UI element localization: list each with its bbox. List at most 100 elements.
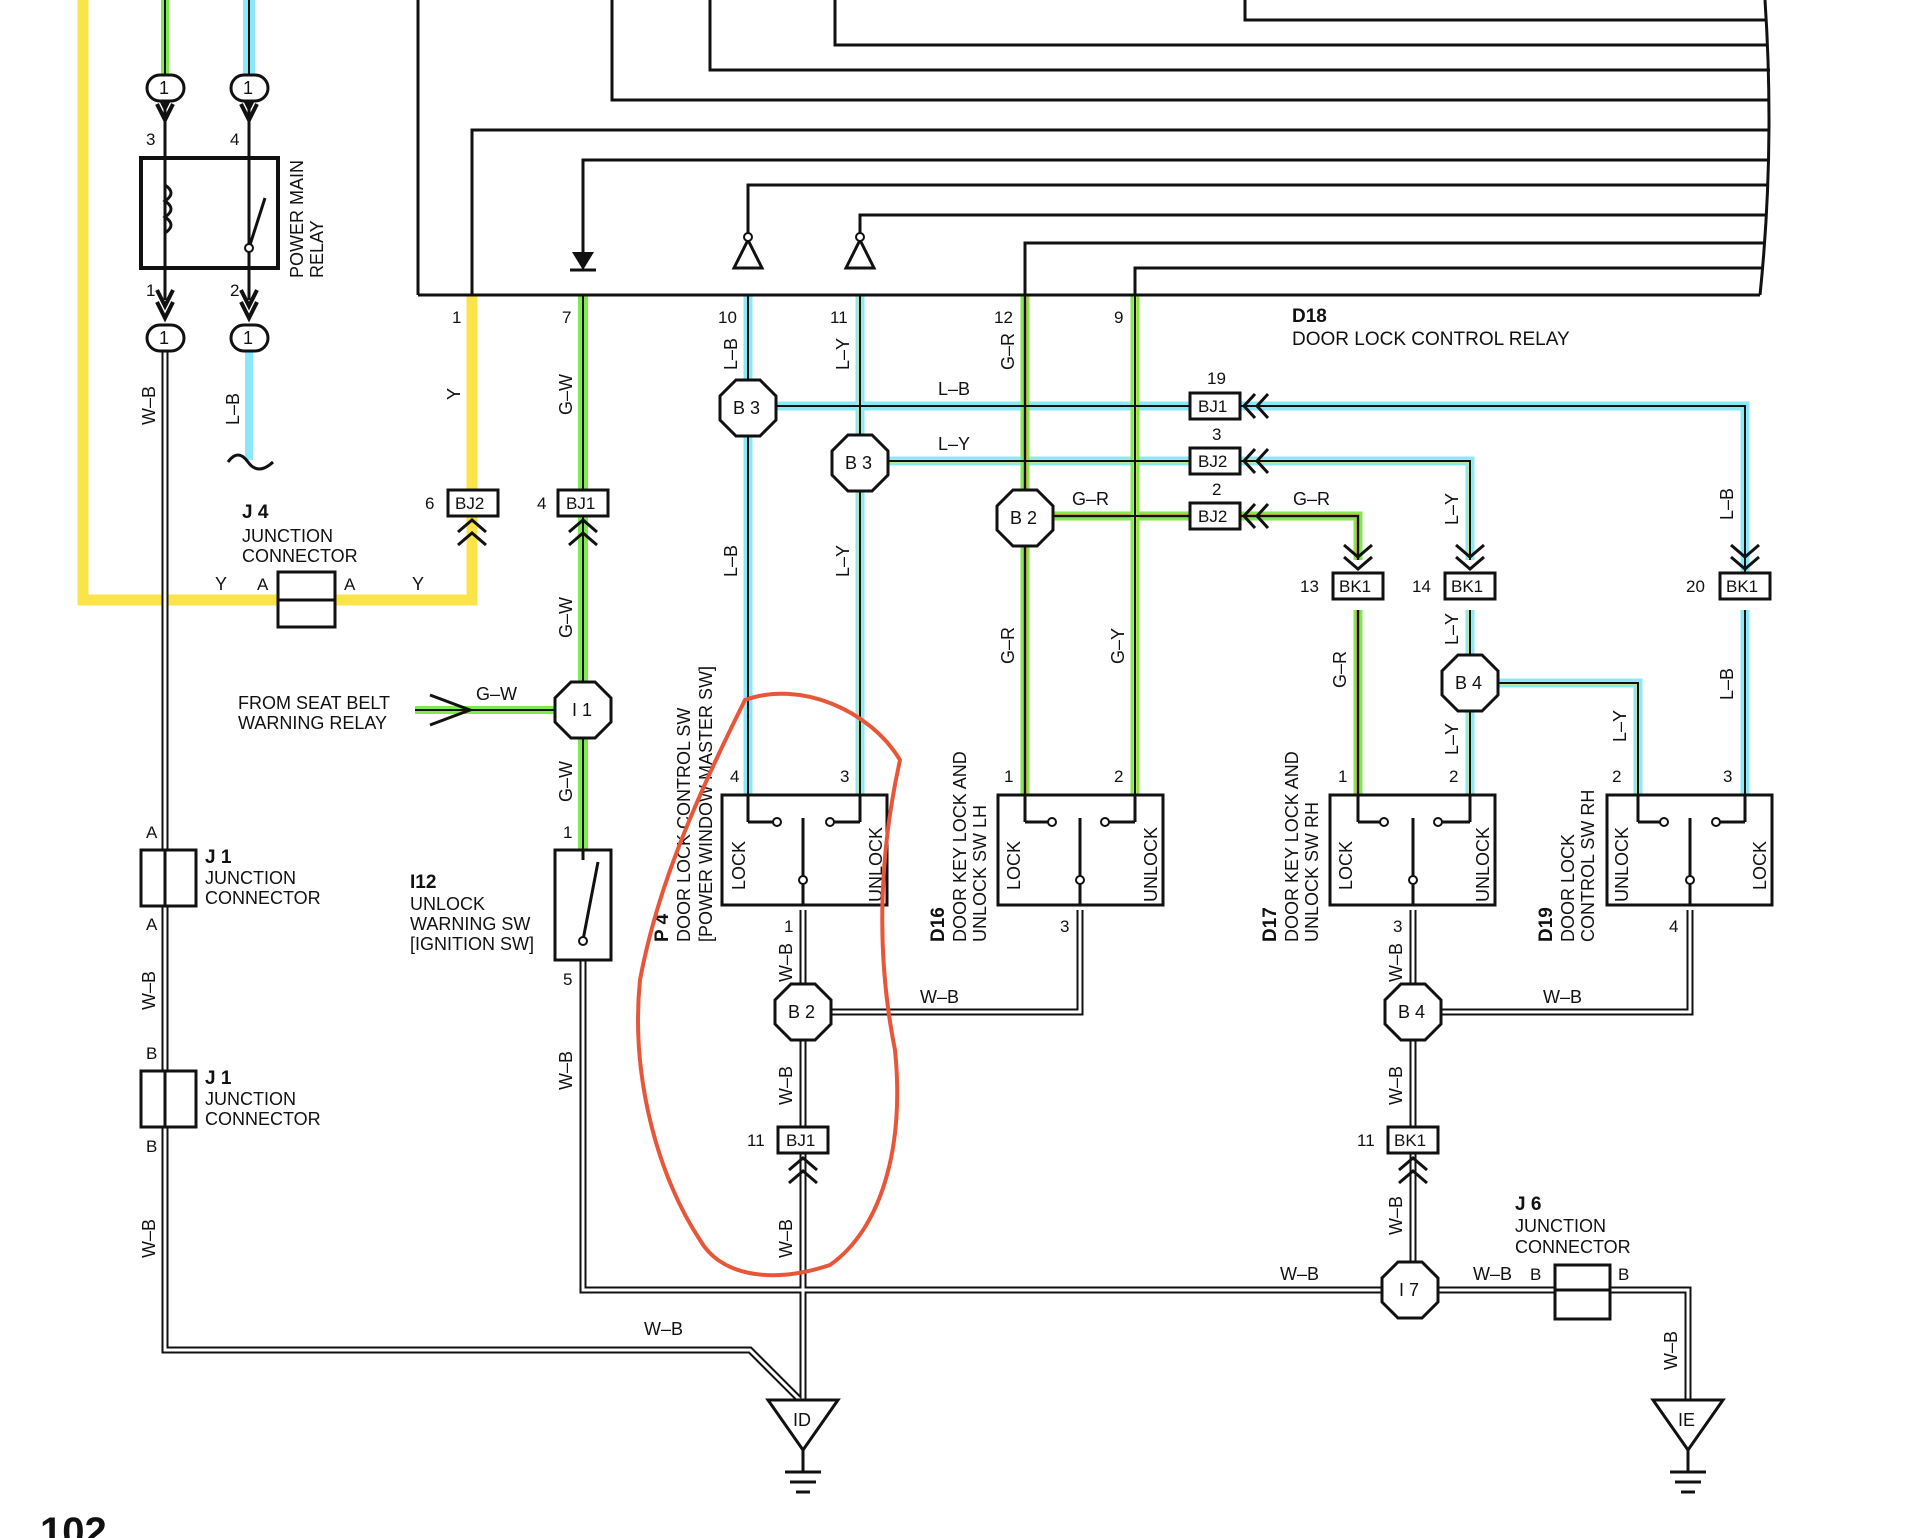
junction-name: JUNCTION [1515,1216,1606,1236]
top-control-lines [416,0,1771,297]
wire-label-gy: G–Y [1108,628,1128,664]
connector-pin: 2 [1212,480,1221,499]
pin-label: 1 [784,917,793,936]
triangle-icon [843,236,877,270]
relay-name: DOOR LOCK CONTROL RELAY [1292,329,1570,350]
wire-label-wb: W–B [1386,1196,1406,1235]
wire-label-lb: L–B [223,393,243,425]
connectors: BJ2 6 BJ1 4 BJ1 19 BJ2 3 BJ2 2 BK1 1 3 BK… [425,369,1772,1185]
wire-label-wb: W–B [776,943,796,982]
connector-pin: 20 [1686,577,1705,596]
junction-id: J 1 [205,1068,232,1089]
relay-pin: 9 [1114,308,1123,327]
seat-belt-line2: WARNING RELAY [238,713,387,733]
junction-name: JUNCTION [205,1089,296,1109]
splice-label: B 4 [1398,1002,1425,1022]
junction-name: CONNECTOR [242,546,358,566]
wire-label-y: Y [215,574,227,594]
pin-label: 3 [1393,917,1402,936]
junction-connectors: J 4 JUNCTION CONNECTOR A A Y Y A A J 1 J… [139,502,1631,1321]
junction-pin: B [146,1137,157,1156]
d16-id: D16 [928,907,949,942]
wire-label-y: Y [412,574,424,594]
unlock-label: UNLOCK [1473,827,1493,902]
connector-label: BJ2 [455,494,484,513]
connector-label: BJ2 [1198,452,1227,471]
splice-label: I 1 [572,700,592,720]
p4-id: P 4 [652,913,673,942]
wire-label-wb: W–B [1386,1066,1406,1105]
wire-label-y: Y [444,388,464,400]
power-main-relay: 1 1 1 1 3 4 1 2 POWER MAIN RELAY [139,73,327,471]
relay-d18: 1 7 10 11 12 9 D18 DOOR LOCK CONTROL REL… [452,306,1570,350]
junction-pin: A [146,915,158,934]
d16-line2: UNLOCK SW LH [970,805,990,942]
page-number: 102 [40,1510,107,1538]
relay-pin: 7 [562,308,571,327]
connector-label: BJ2 [1198,507,1227,526]
junction-name: CONNECTOR [205,1109,321,1129]
unlock-label: UNLOCK [1141,827,1161,902]
connector-label: BK1 [1394,1131,1426,1150]
splice-label: B 2 [788,1002,815,1022]
junction-pin: A [146,823,158,842]
relay-pin: 11 [830,308,848,327]
relay-name-line1: POWER MAIN [287,160,307,278]
connector-label: BJ1 [566,494,595,513]
wire-label-gr: G–R [1330,651,1350,688]
plug-label: 1 [243,328,253,348]
splice-label: B 3 [733,398,760,418]
pin-label: 4 [230,130,239,149]
junction-pin: B [1618,1265,1629,1284]
pin-label: 1 [1004,767,1013,786]
wire-label-ly: L–Y [1442,723,1462,755]
wire-label-wb: W–B [920,987,959,1007]
connector-pin: 19 [1207,369,1226,388]
pin-label: 3 [1723,767,1732,786]
splices: B 3 B 3 B 2 B 4 I 1 B 2 B 4 I 7 [553,378,1500,1320]
d17-line1: DOOR KEY LOCK AND [1282,751,1302,942]
wire-label-gr: G–R [998,333,1018,370]
wire-label-ly: L–Y [833,545,853,577]
connector-label: BK1 [1726,577,1758,596]
connector-pin: 11 [747,1131,765,1150]
d16-line1: DOOR KEY LOCK AND [950,751,970,942]
pin-label: 2 [230,281,239,300]
plug-label: 1 [159,328,169,348]
switch-p4: LOCK UNLOCK 4 3 1 P 4 DOOR LOCK CONTROL … [652,666,889,942]
junction-pin: A [257,575,269,594]
break-icon [226,453,275,471]
connector-pin: 11 [1357,1131,1375,1150]
wire-label-wb: W–B [1280,1264,1319,1284]
junction-pin: B [1530,1265,1541,1284]
pin-label: 4 [730,767,739,786]
splice-label: I 7 [1399,1280,1419,1300]
i12-id: I12 [410,872,436,893]
connector-pin: 6 [425,494,434,513]
connector-label: BK1 [1451,577,1483,596]
wire-label-lb: L–B [721,545,741,577]
splice-label: B 2 [1010,508,1037,528]
wire-label-gw: G–W [556,374,576,415]
wire-label-wb: W–B [1386,943,1406,982]
wire-label-wb: W–B [139,1219,159,1258]
lock-label: LOCK [1750,841,1770,890]
pin-label: 2 [1114,767,1123,786]
i12-line1: UNLOCK [410,894,485,914]
pin-label: 1 [146,281,155,300]
wire-label-lb: L–B [1717,668,1737,700]
p4-line1: DOOR LOCK CONTROL SW [674,708,694,942]
wire-label-wb: W–B [139,386,159,425]
triangle-icon [731,236,765,270]
connector-label: BJ1 [1198,397,1227,416]
i12-line3: [IGNITION SW] [410,934,534,954]
connector-label: BK1 [1339,577,1371,596]
wire-label-wb: W–B [776,1219,796,1258]
pin-label: 4 [1669,917,1678,936]
wire-label-gr: G–R [1072,489,1109,509]
switch-d16: LOCK UNLOCK 1 2 3 D16 DOOR KEY LOCK AND … [928,751,1165,942]
p4-line2: [POWER WINDOW MASTER SW] [696,666,716,942]
annotation-circle [636,691,903,1278]
wire-label-ly: L–Y [938,434,970,454]
